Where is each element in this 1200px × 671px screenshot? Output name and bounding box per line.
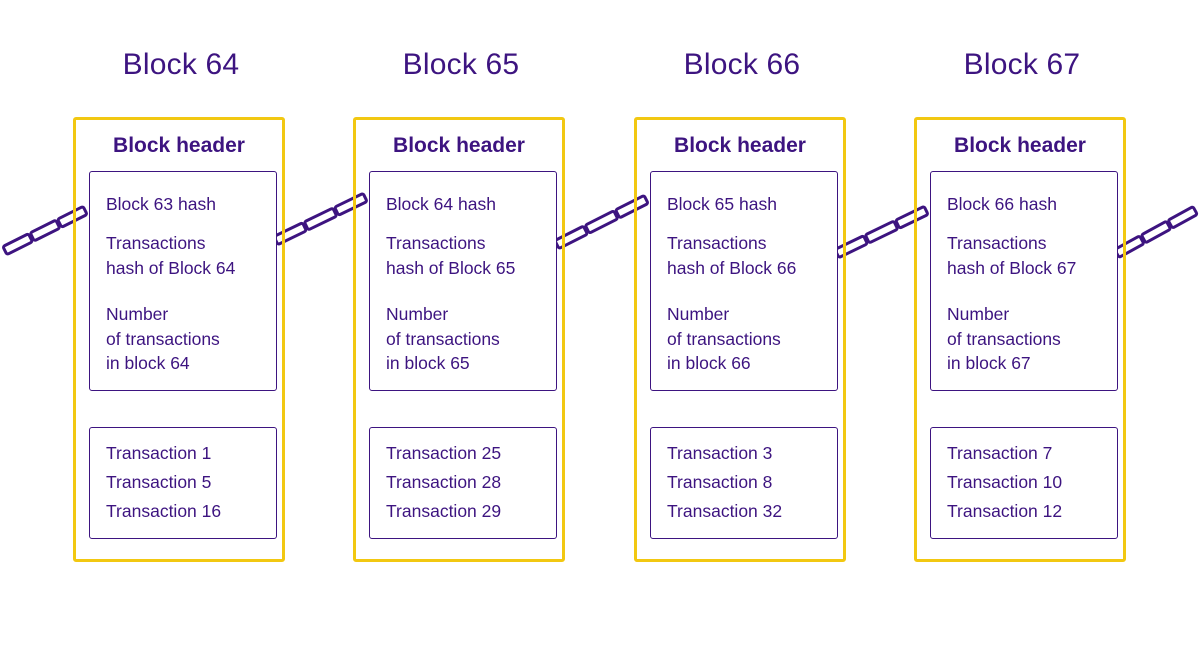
block-64-title: Block 64 [122,48,240,81]
block-66: Block header Block 65 hash Transactions … [634,117,846,562]
block-67-title: Block 67 [963,48,1081,81]
block-header-label: Block header [393,134,525,157]
transactions-hash: Transactions hash of Block 66 [667,231,796,280]
block-header-box: Block 66 hash Transactions hash of Block… [930,171,1118,391]
transactions-hash: Transactions hash of Block 67 [947,231,1076,280]
transactions-hash-line-1: Transactions [386,233,486,253]
transaction-count-line-2: of transactions [947,328,1061,349]
transaction-item: Transaction 32 [667,501,783,521]
block-66-title: Block 66 [683,48,801,81]
chain-link [1167,205,1199,229]
transactions-box: Transaction 7 Transaction 10 Transaction… [930,427,1118,539]
transaction-item: Transaction 3 [667,443,773,463]
transaction-count-line-2: of transactions [106,328,220,349]
transactions-hash-line-2: hash of Block 64 [106,257,236,278]
transaction-count: Number of transactions in block 64 [106,302,220,376]
chain-link-icon [1113,205,1199,259]
block-header-box: Block 65 hash Transactions hash of Block… [650,171,838,391]
block-header-label: Block header [674,134,806,157]
transaction-item: Transaction 1 [106,443,212,463]
transaction-item: Transaction 8 [667,472,773,492]
chain-link [864,220,899,244]
block-67: Block header Block 66 hash Transactions … [914,117,1126,562]
transaction-item: Transaction 29 [386,501,502,521]
chain-link-icon [554,194,649,250]
transactions-hash-line-2: hash of Block 65 [386,257,516,278]
transaction-count-line-1: Number [947,304,1010,324]
transactions-hash: Transactions hash of Block 65 [386,231,515,280]
transaction-item: Transaction 10 [947,472,1063,492]
block-65-title: Block 65 [402,48,520,81]
chain-link [614,194,649,219]
chain-link [333,192,368,217]
transactions-hash-line-1: Transactions [106,233,206,253]
previous-block-hash: Block 63 hash [106,194,216,214]
transaction-item: Transaction 25 [386,443,502,463]
transaction-count-line-1: Number [106,304,169,324]
transaction-count-line-1: Number [667,304,730,324]
block-header-box: Block 63 hash Transactions hash of Block… [89,171,277,391]
transaction-item: Transaction 12 [947,501,1063,521]
previous-block-hash: Block 64 hash [386,194,496,214]
transactions-hash: Transactions hash of Block 64 [106,231,235,280]
block-header-label: Block header [954,134,1086,157]
block-header-box: Block 64 hash Transactions hash of Block… [369,171,557,391]
transaction-count: Number of transactions in block 65 [386,302,500,376]
chain-link [1140,220,1172,244]
transaction-count-line-3: in block 65 [386,353,470,373]
chain-link [894,205,929,230]
transaction-count-line-2: of transactions [386,328,500,349]
transaction-count-line-2: of transactions [667,328,781,349]
transactions-hash-line-1: Transactions [667,233,767,253]
chain-link [29,219,61,242]
block-64: Block header Block 63 hash Transactions … [73,117,285,562]
transactions-box: Transaction 1 Transaction 5 Transaction … [89,427,277,539]
transaction-item: Transaction 7 [947,443,1053,463]
transaction-item: Transaction 16 [106,501,222,521]
transactions-box: Transaction 25 Transaction 28 Transactio… [369,427,557,539]
block-header-label: Block header [113,134,245,157]
transactions-hash-line-2: hash of Block 67 [947,257,1077,278]
chain-link [303,207,338,231]
transaction-item: Transaction 28 [386,472,502,492]
transaction-count: Number of transactions in block 66 [667,302,781,376]
chain-link [2,232,34,256]
transaction-count-line-3: in block 64 [106,353,190,373]
chain-link [584,209,619,235]
previous-block-hash: Block 65 hash [667,194,777,214]
transaction-count-line-1: Number [386,304,449,324]
transaction-count-line-3: in block 67 [947,353,1031,373]
transactions-box: Transaction 3 Transaction 8 Transaction … [650,427,838,539]
transaction-item: Transaction 5 [106,472,212,492]
transaction-count-line-3: in block 66 [667,353,751,373]
transaction-count: Number of transactions in block 67 [947,302,1061,376]
previous-block-hash: Block 66 hash [947,194,1057,214]
transactions-hash-line-1: Transactions [947,233,1047,253]
block-65: Block header Block 64 hash Transactions … [353,117,565,562]
transactions-hash-line-2: hash of Block 66 [667,257,797,278]
